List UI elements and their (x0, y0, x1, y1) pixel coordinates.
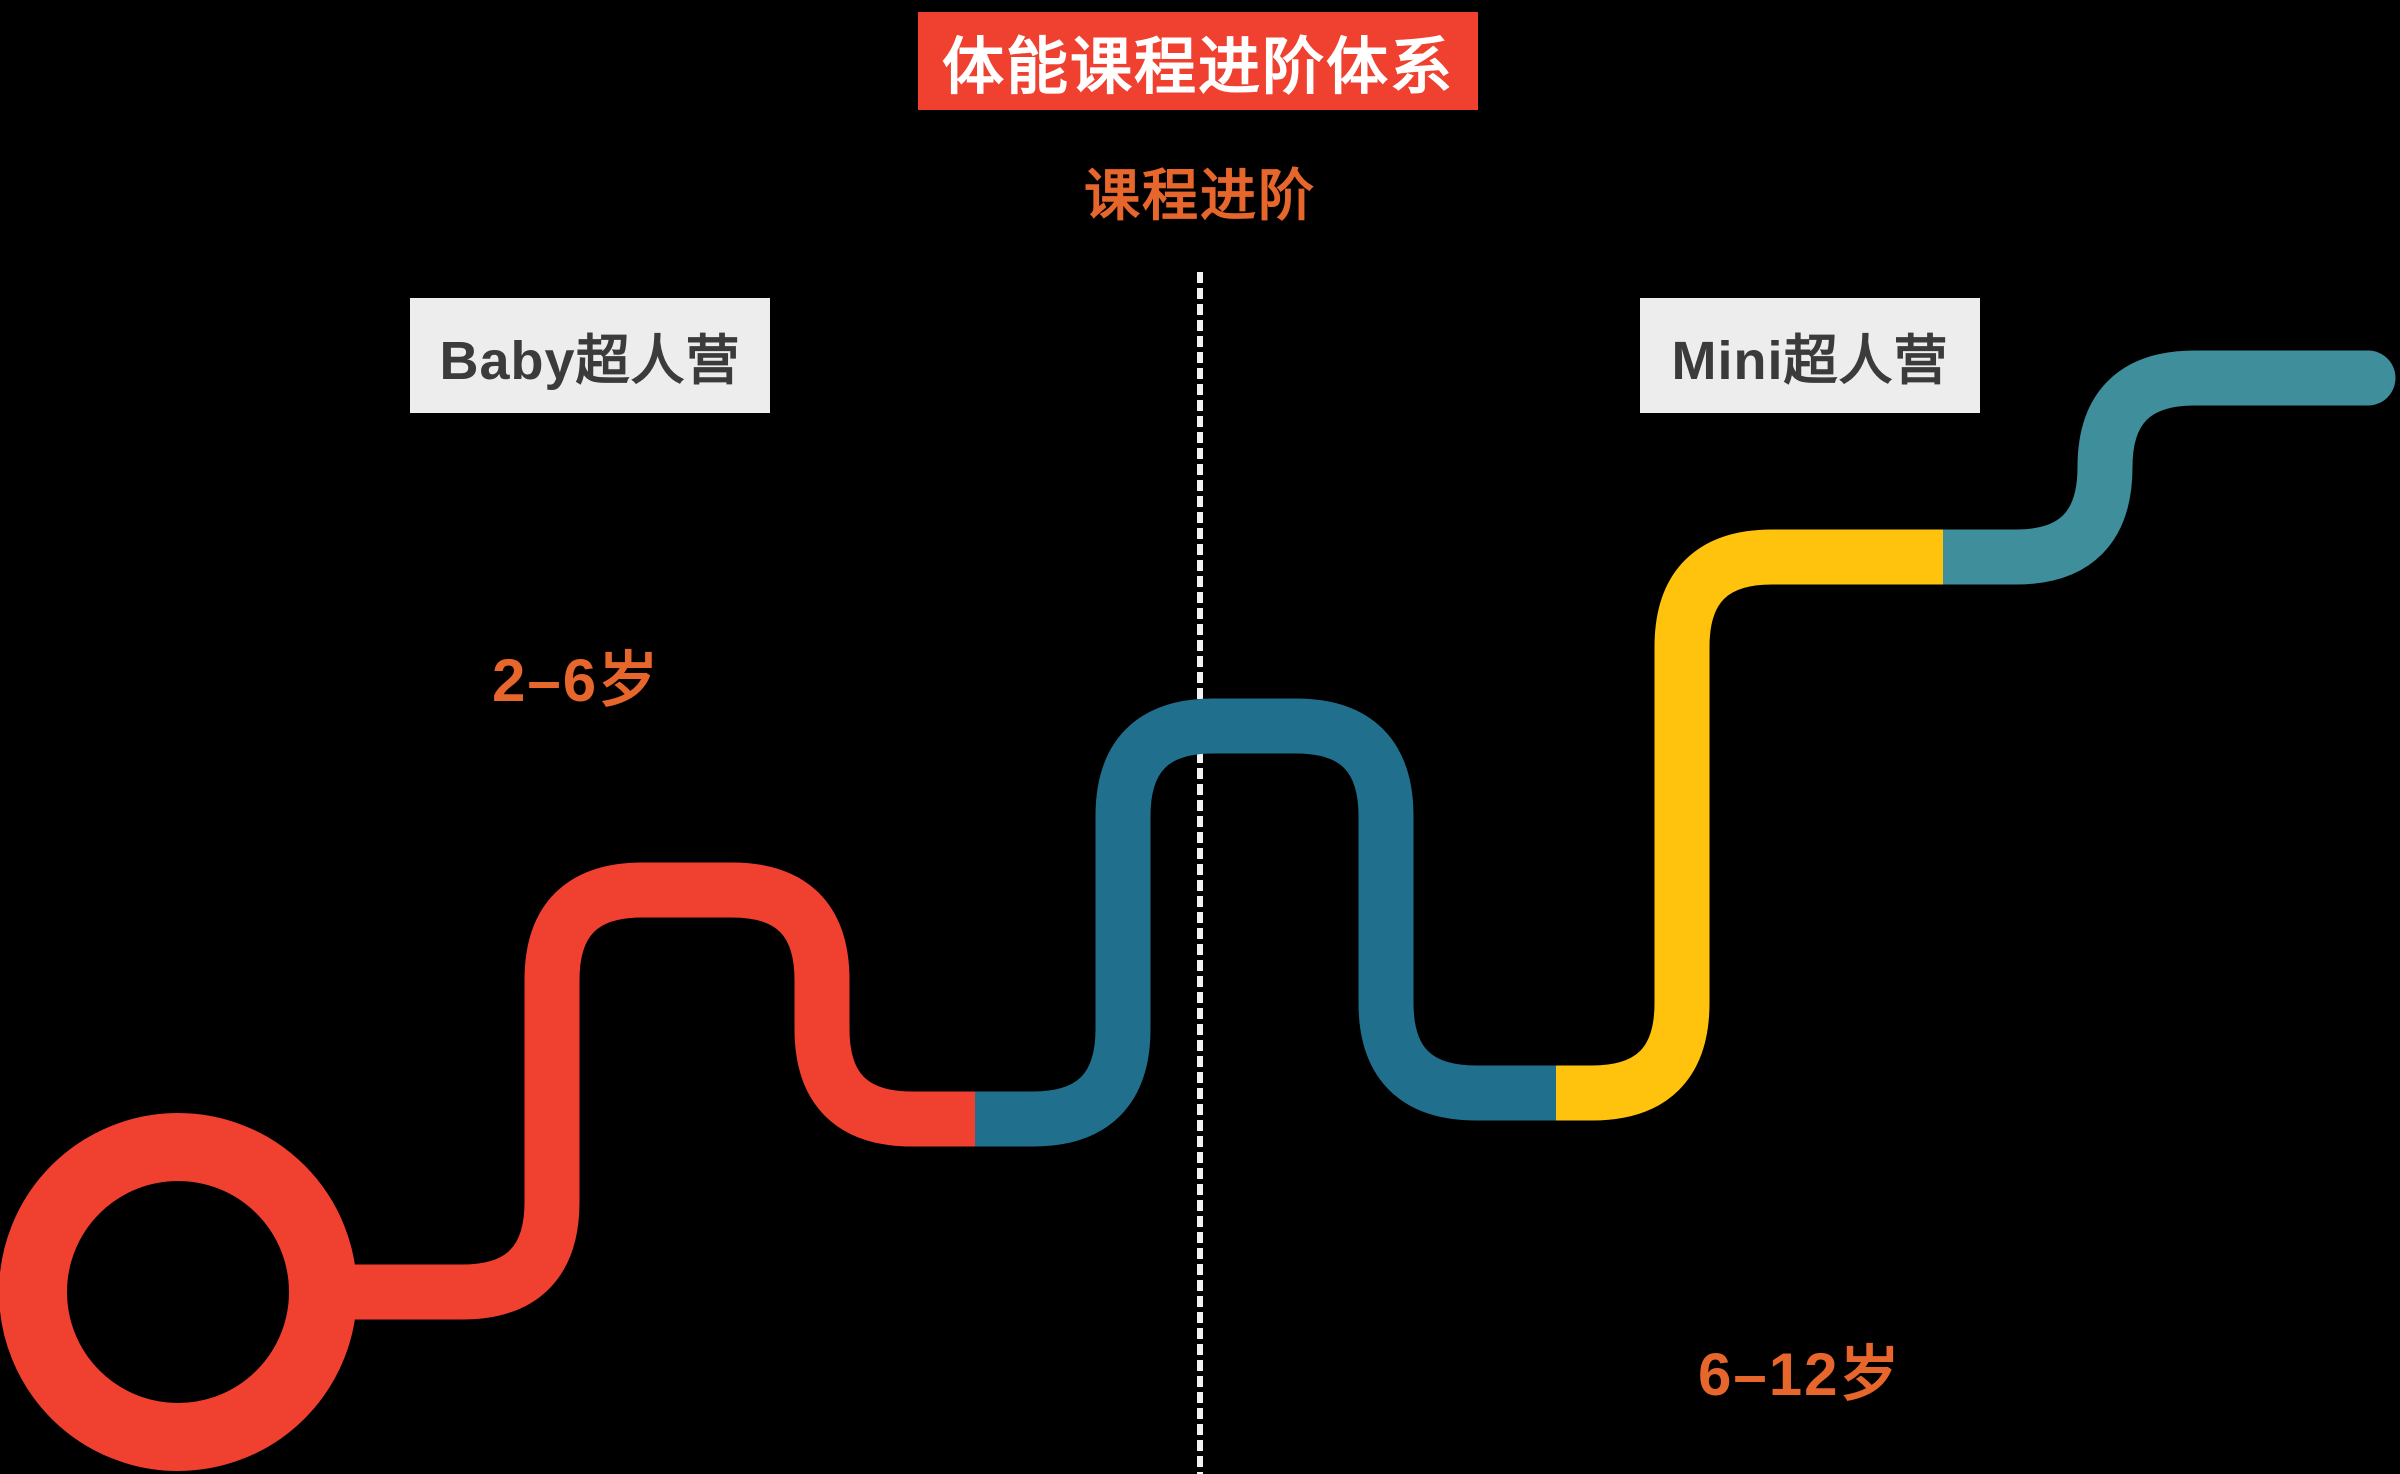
stage-label-baby: Baby超人营 (410, 298, 770, 413)
stage-label-mini-text: Mini超人营 (1671, 331, 1949, 391)
path-start-ring (0, 1113, 357, 1471)
subtitle-text: 课程进阶 (1084, 163, 1316, 227)
path-segment-teal-final (1943, 350, 2368, 585)
title-badge: 体能课程进阶体系 (918, 12, 1478, 110)
page-title: 体能课程进阶体系 (941, 33, 1454, 102)
path-segment-red-baby (345, 862, 975, 1320)
path-segment-blue-transition (975, 698, 1556, 1147)
age-range-mini: 6–12岁 (1698, 1341, 1902, 1408)
stage-label-baby-text: Baby超人营 (439, 331, 741, 391)
path-end-cap (2340, 350, 2396, 406)
age-range-baby: 2–6岁 (492, 647, 661, 714)
stage-label-mini: Mini超人营 (1640, 298, 1980, 413)
subtitle: 课程进阶 (950, 160, 1450, 227)
path-segment-yellow-mini (1556, 529, 1943, 1121)
